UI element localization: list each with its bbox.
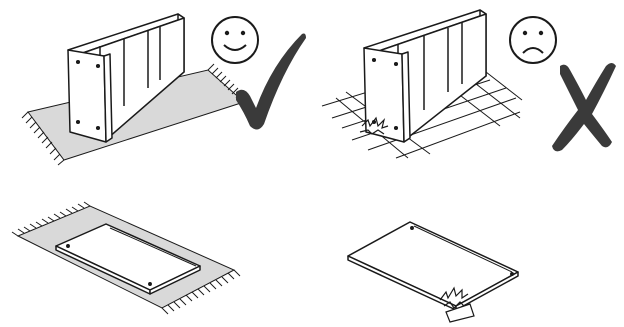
damage-scratch-icon	[439, 286, 475, 323]
checkmark-icon	[236, 33, 306, 130]
flat-panel	[347, 221, 519, 311]
bookshelf	[67, 13, 185, 143]
bookshelf	[363, 9, 487, 143]
flat-panel	[55, 223, 201, 295]
panel-shelf-on-hard-floor	[321, 9, 616, 159]
panel-panel-on-rug	[11, 201, 241, 315]
x-mark-icon	[552, 63, 616, 152]
panel-panel-on-hard-floor	[347, 221, 519, 323]
damage-scratch-icon	[359, 116, 389, 135]
frowning-face-icon	[509, 16, 557, 64]
smiley-face-icon	[211, 16, 259, 64]
panel-shelf-on-rug	[21, 13, 306, 166]
